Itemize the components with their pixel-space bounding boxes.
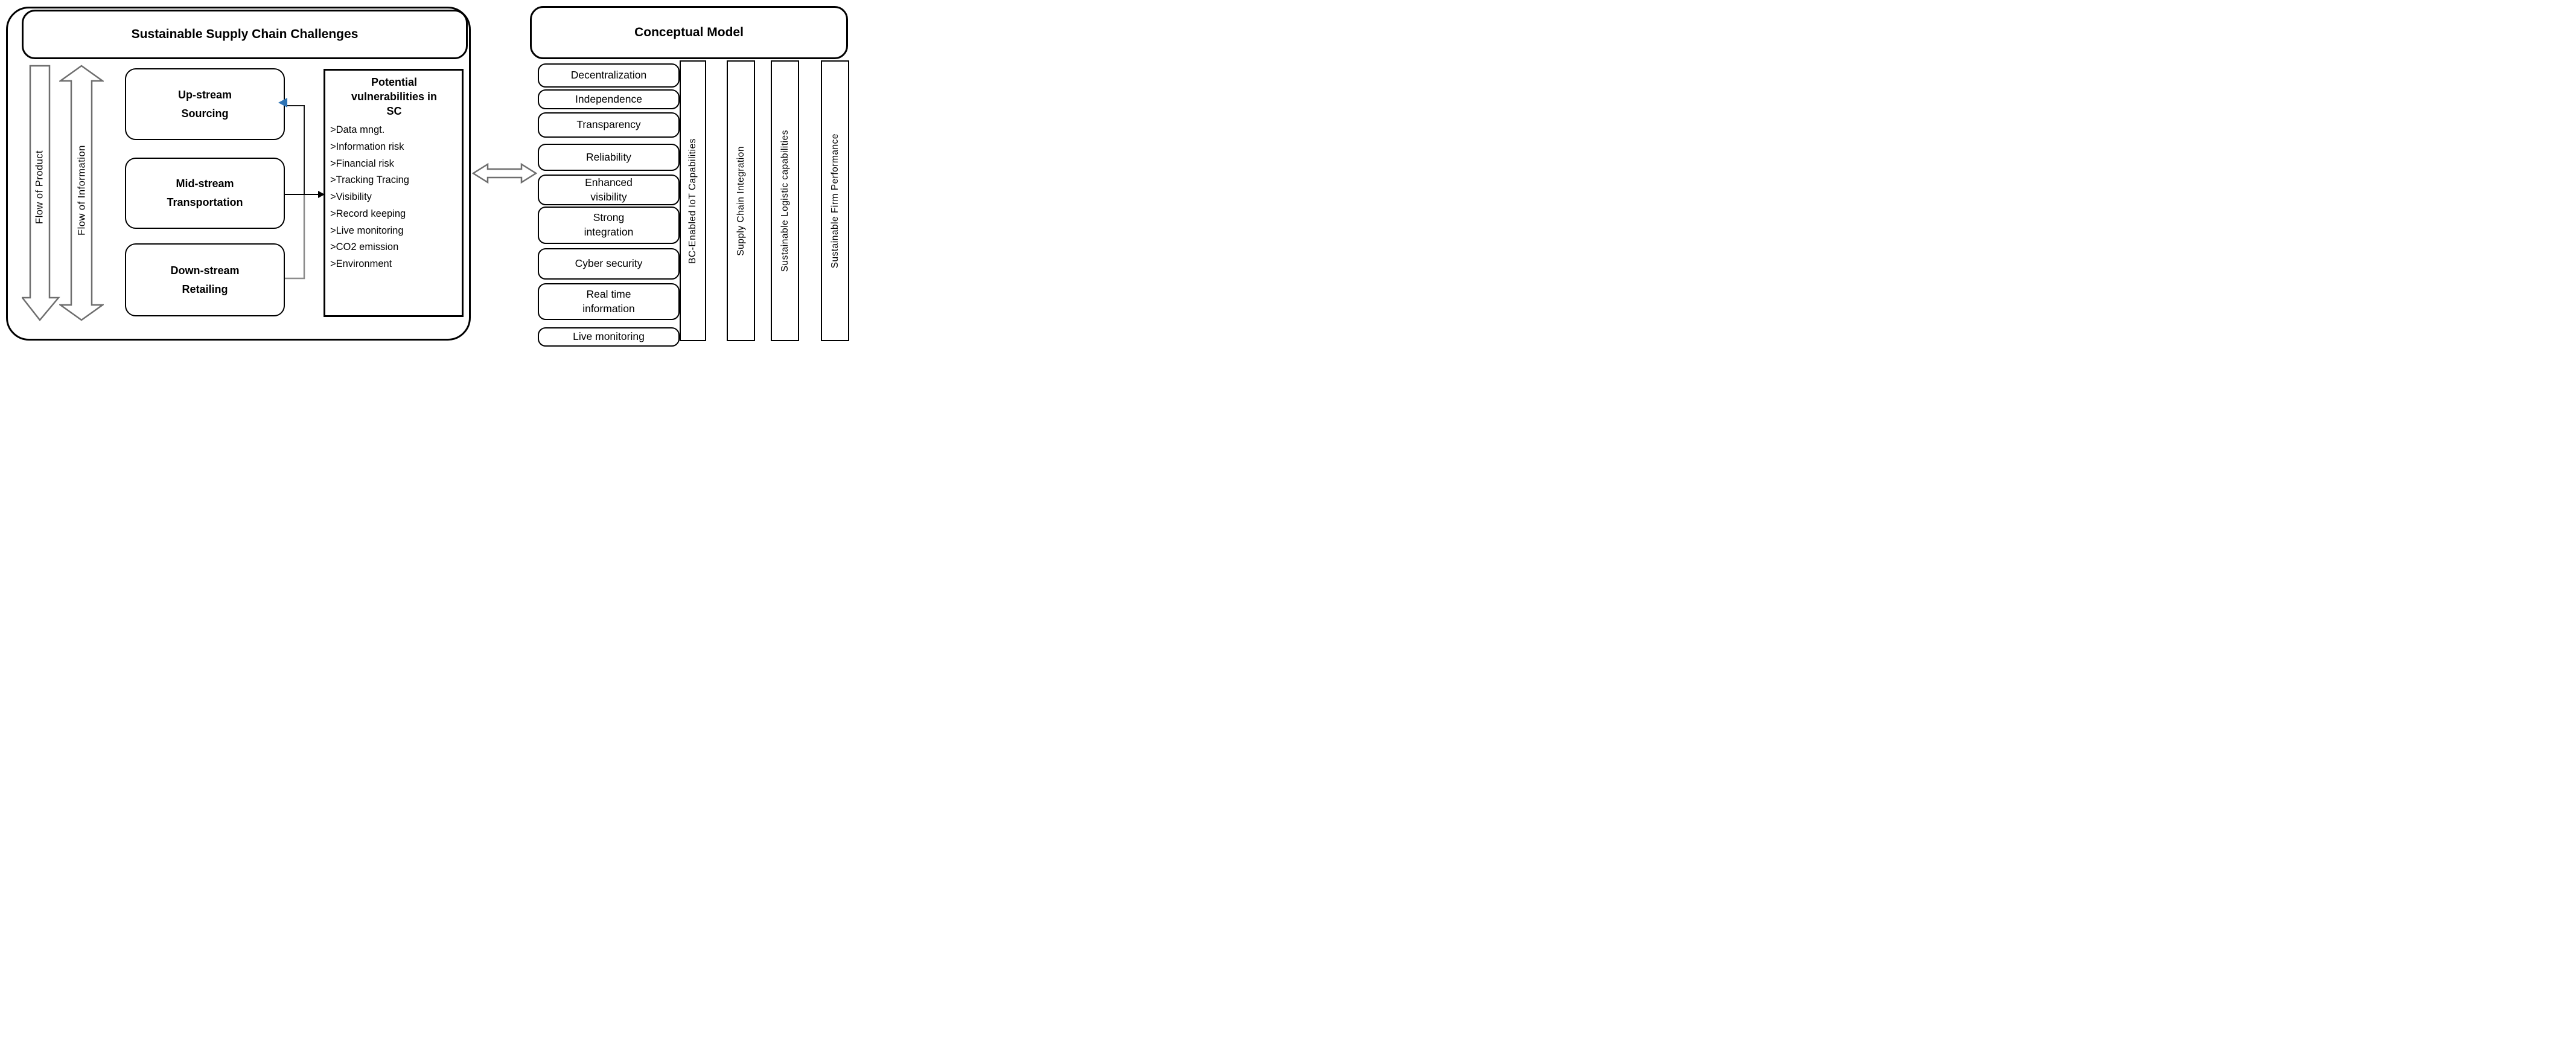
benefit-box-decentralization: Decentralization [538, 63, 680, 88]
vulnerabilities-list: >Data mngt. >Information risk >Financial… [330, 122, 458, 272]
pillar-label: Supply Chain Integration [735, 146, 746, 256]
midstream-transportation-box: Mid-stream Transportation [125, 158, 285, 229]
diagram-canvas: Sustainable Supply Chain Challenges Flow… [0, 0, 859, 348]
benefit-box-enhanced-visibility: Enhanced visibility [538, 175, 680, 205]
vulnerability-item: >Data mngt. [330, 124, 385, 136]
pillar-label: BC-Enabled IoT Capabilities [687, 138, 698, 264]
benefit-box-independence: Independence [538, 89, 680, 109]
left-panel-title-text: Sustainable Supply Chain Challenges [131, 27, 359, 41]
benefit-label: Cyber security [575, 257, 643, 270]
benefit-box-live-monitoring: Live monitoring [538, 327, 680, 347]
left-panel-title: Sustainable Supply Chain Challenges [22, 10, 468, 59]
benefit-label: Live monitoring [573, 330, 645, 343]
pillar-supply-chain-integration: Supply Chain Integration [727, 60, 755, 341]
vulnerability-item: >Visibility [330, 191, 372, 203]
benefit-box-real-time-information: Real time information [538, 283, 680, 320]
vulnerability-item: >Record keeping [330, 208, 406, 219]
vulnerability-item: >Financial risk [330, 158, 394, 169]
downstream-retailing-box: Down-stream Retailing [125, 243, 285, 316]
upstream-sourcing-label: Up-stream Sourcing [177, 88, 232, 120]
potential-vulnerabilities-box: Potential vulnerabilities in SC >Data mn… [324, 69, 464, 317]
flow-of-information-arrow-shape [59, 65, 104, 321]
vulnerability-item: >Live monitoring [330, 225, 404, 236]
panels-double-arrow-shape [471, 162, 538, 184]
pillar-label: Sustainable Logistic capabilities [779, 129, 790, 272]
vulnerability-item: >CO2 emission [330, 242, 399, 253]
pillar-bc-enabled-iot-capabilities: BC-Enabled IoT Capabilities [680, 60, 706, 341]
benefit-label: Reliability [586, 150, 631, 163]
midstream-transportation-label: Mid-stream Transportation [167, 178, 243, 208]
panels-double-arrow-icon [471, 162, 538, 184]
flow-of-product-arrow-icon [22, 65, 60, 321]
benefit-label: Strong integration [584, 211, 634, 238]
benefit-label: Real time information [582, 287, 635, 315]
benefit-label: Independence [575, 92, 642, 105]
benefit-box-reliability: Reliability [538, 144, 680, 171]
flow-of-information-arrow-icon [59, 65, 104, 321]
upstream-sourcing-box: Up-stream Sourcing [125, 68, 285, 140]
vulnerabilities-title: Potential vulnerabilities in SC [351, 76, 438, 117]
benefit-label: Enhanced visibility [585, 176, 633, 203]
vulnerability-item: >Tracking Tracing [330, 175, 409, 186]
pillar-label: Sustainable Firm Performance [829, 133, 840, 269]
right-panel-title-text: Conceptual Model [634, 25, 744, 39]
benefit-box-transparency: Transparency [538, 112, 680, 138]
benefit-label: Transparency [576, 118, 641, 131]
right-panel-title: Conceptual Model [530, 6, 848, 59]
benefit-box-strong-integration: Strong integration [538, 207, 680, 244]
flow-of-information-label: Flow of Information [76, 145, 88, 235]
pillar-sustainable-firm-performance: Sustainable Firm Performance [821, 60, 849, 341]
vulnerability-item: >Environment [330, 258, 392, 269]
pillar-sustainable-logistic-capabilities: Sustainable Logistic capabilities [771, 60, 799, 341]
flow-of-product-arrow-shape [22, 65, 60, 321]
vulnerability-item: >Information risk [330, 141, 404, 152]
downstream-retailing-label: Down-stream Retailing [170, 264, 240, 295]
benefit-box-cyber-security: Cyber security [538, 248, 680, 280]
flow-of-product-label: Flow of Product [34, 150, 45, 225]
benefit-label: Decentralization [570, 69, 647, 82]
